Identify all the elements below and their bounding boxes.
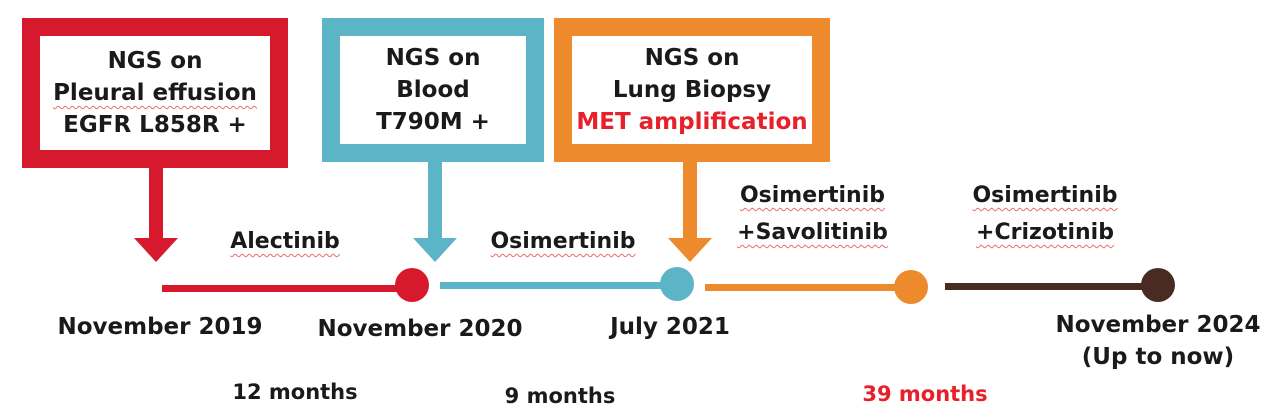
duration-label: 12 months — [232, 380, 358, 404]
treatment-label: Osimertinib +Crizotinib — [960, 182, 1130, 256]
treatment-line: +Savolitinib — [737, 220, 888, 245]
arrow-teal-down-icon — [413, 160, 457, 262]
ngs-box-lung-biopsy: NGS on Lung Biopsy MET amplification — [554, 18, 830, 162]
arrow-orange-down-icon — [668, 160, 712, 262]
box-line: Blood — [396, 77, 470, 103]
treatment-line: Osimertinib — [972, 183, 1118, 208]
box-line: T790M + — [376, 109, 490, 135]
treatment-line: Osimertinib — [490, 229, 636, 254]
date-line: November 2024 — [1055, 312, 1261, 338]
date-label: July 2021 — [580, 312, 760, 342]
box-line: NGS on — [644, 45, 740, 71]
duration-label: 9 months — [504, 384, 616, 408]
treatment-line: +Crizotinib — [976, 220, 1114, 245]
box-line: NGS on — [385, 45, 481, 71]
date-label: November 2024 (Up to now) — [1040, 310, 1276, 372]
date-line: November 2020 — [317, 316, 523, 342]
date-label: November 2019 — [40, 312, 280, 342]
box-line-highlight: MET amplification — [576, 109, 808, 135]
timeline-marker-orange — [894, 270, 928, 304]
treatment-label: Osimertinib +Savolitinib — [725, 182, 900, 256]
timeline-segment-teal — [440, 282, 663, 289]
timeline-marker-teal — [660, 267, 694, 301]
timeline-marker-brown — [1141, 268, 1175, 302]
timeline-segment-red — [162, 285, 407, 292]
treatment-label: Osimertinib — [478, 228, 648, 256]
timeline-marker-red — [395, 268, 429, 302]
arrow-red-down-icon — [134, 165, 178, 262]
treatment-label: Alectinib — [210, 228, 360, 256]
date-line: July 2021 — [610, 314, 730, 340]
timeline-segment-orange — [705, 284, 895, 291]
box-line: EGFR L858R + — [63, 112, 247, 138]
date-line: November 2019 — [57, 314, 263, 340]
ngs-box-blood: NGS on Blood T790M + — [322, 18, 544, 162]
treatment-line: Alectinib — [230, 229, 340, 254]
box-line: Pleural effusion — [53, 80, 257, 106]
date-line: (Up to now) — [1081, 344, 1235, 370]
box-line: Lung Biopsy — [612, 77, 772, 103]
duration-label: 39 months — [862, 382, 988, 406]
date-label: November 2020 — [300, 314, 540, 344]
timeline-segment-brown — [945, 283, 1145, 290]
ngs-box-pleural: NGS on Pleural effusion EGFR L858R + — [22, 18, 288, 168]
box-line: NGS on — [107, 48, 203, 74]
treatment-line: Osimertinib — [739, 183, 886, 208]
